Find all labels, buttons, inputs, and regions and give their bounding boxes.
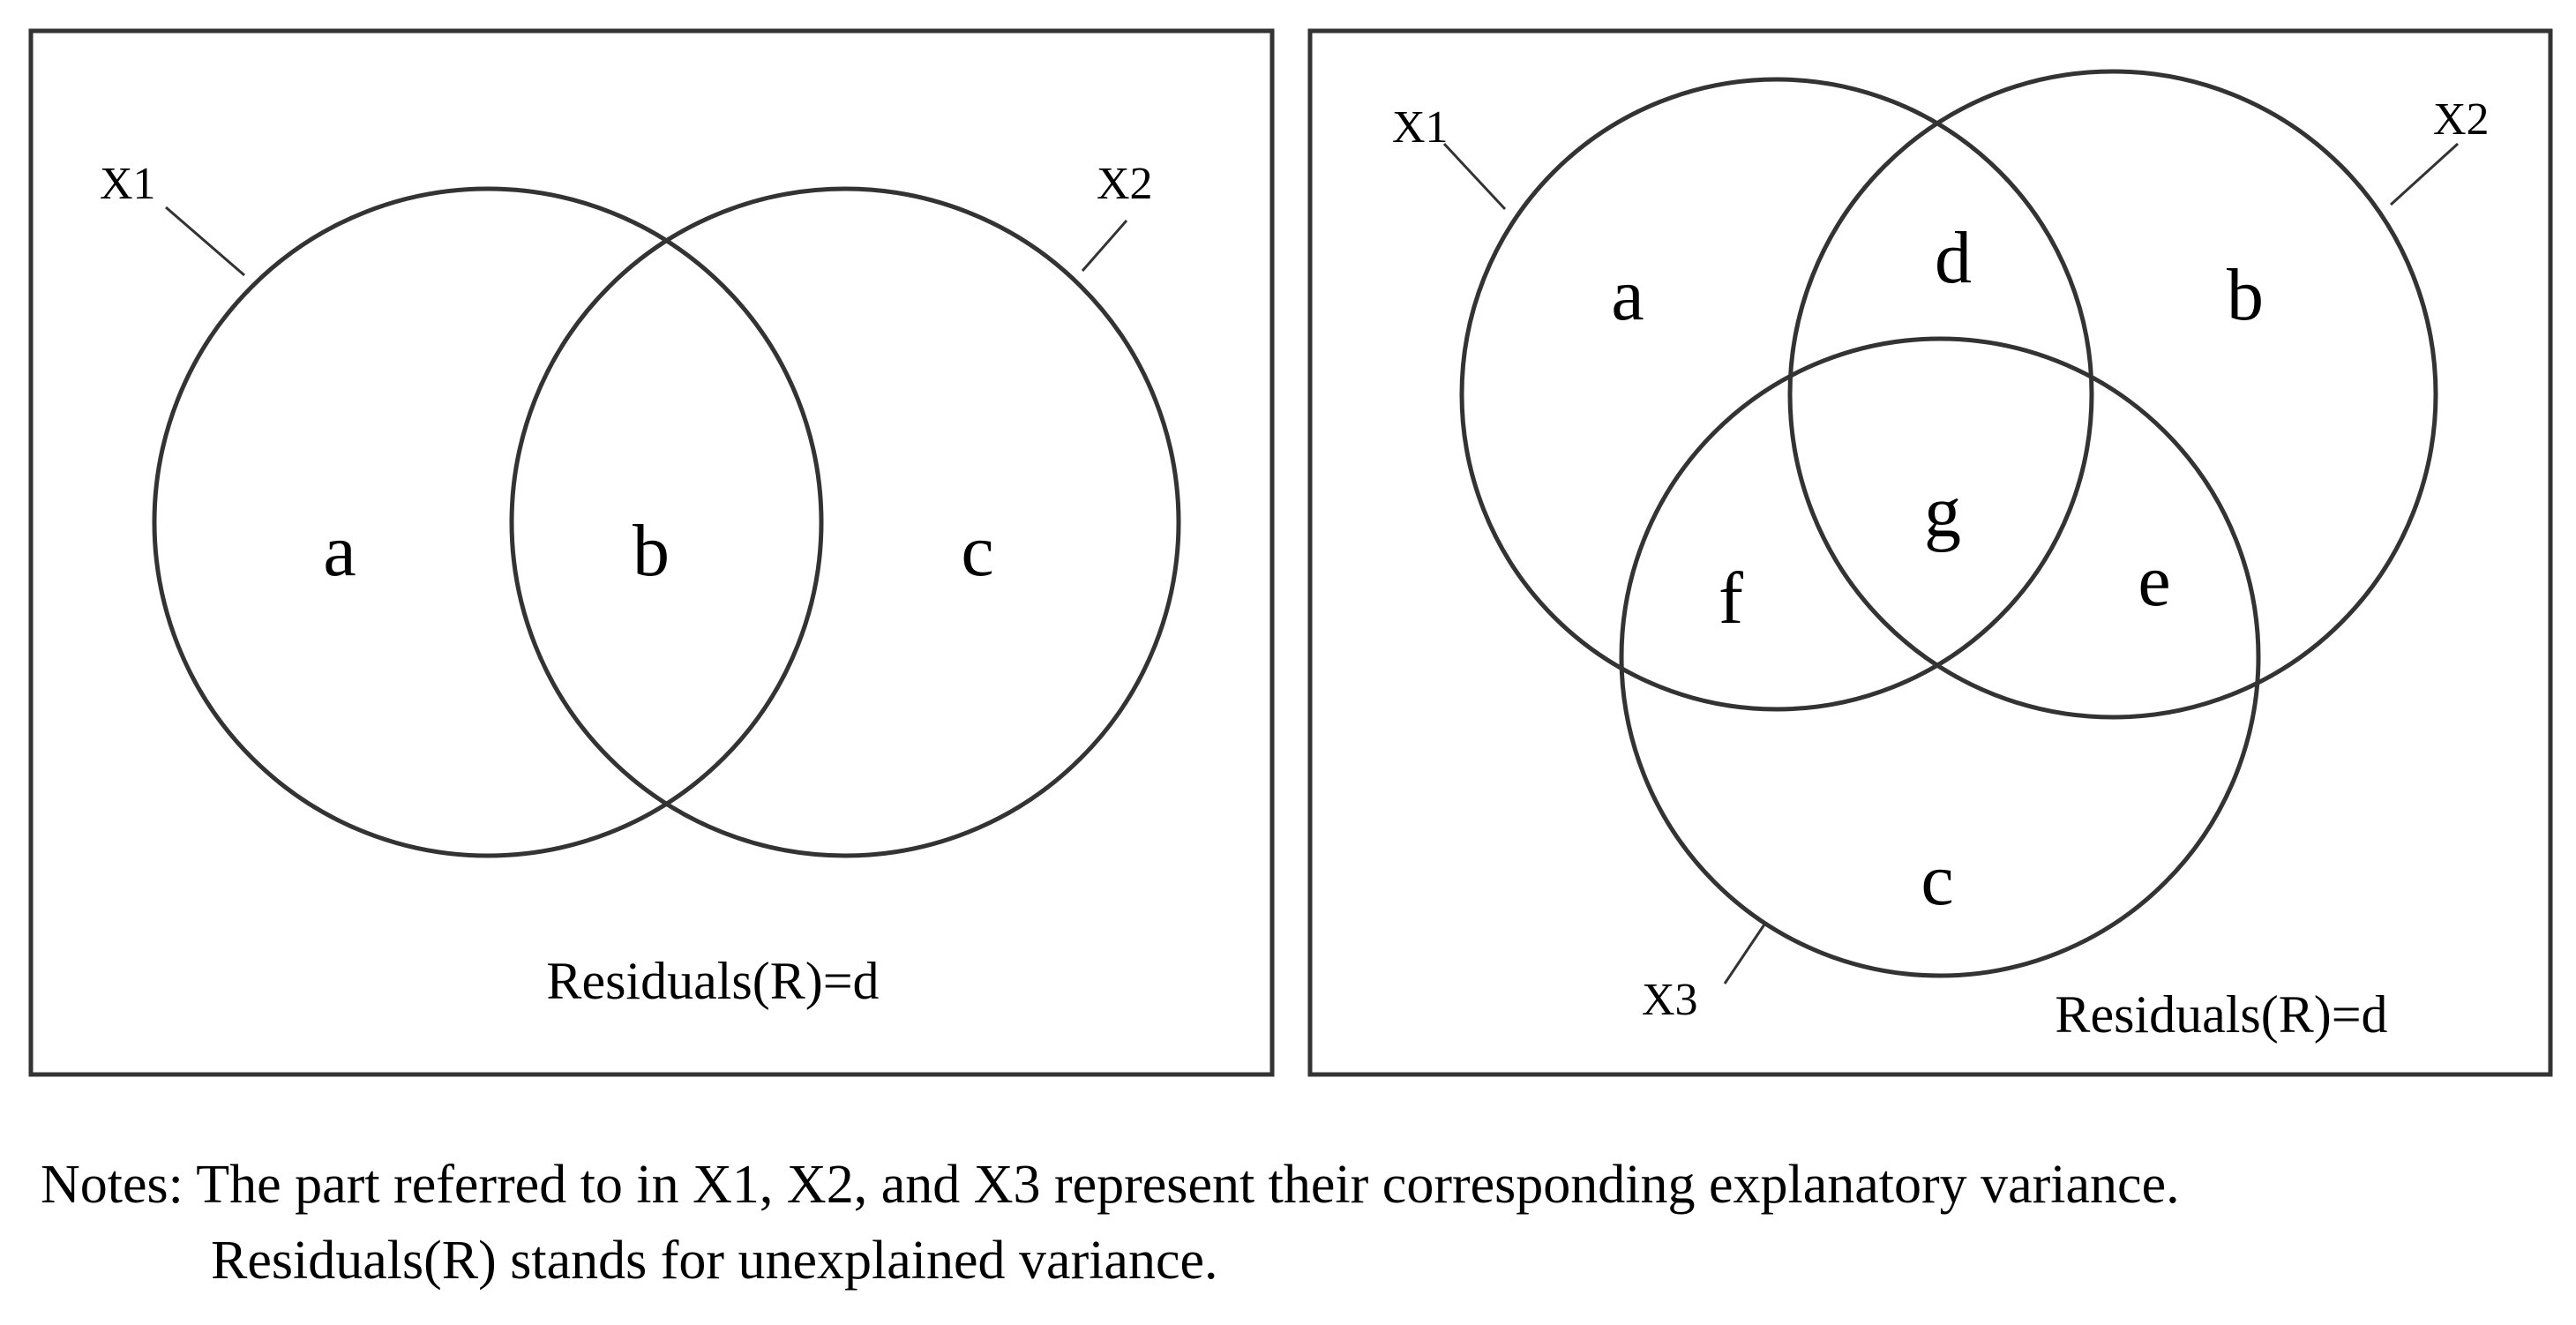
right-label-x2: X2 — [2433, 94, 2490, 145]
left-circle-x1 — [152, 186, 824, 858]
right-circle-x3 — [1619, 336, 2261, 978]
right-x3-leader — [1723, 924, 1766, 984]
right-label-x1: X1 — [1392, 102, 1449, 153]
left-region-a: a — [323, 510, 356, 592]
right-region-a: a — [1611, 254, 1644, 336]
right-residuals: Residuals(R)=d — [2055, 985, 2387, 1044]
notes-line-2: Residuals(R) stands for unexplained vari… — [41, 1223, 2511, 1299]
notes: Notes: The part referred to in X1, X2, a… — [41, 1147, 2511, 1299]
left-x2-leader — [1081, 220, 1128, 272]
right-x2-leader — [2389, 142, 2460, 206]
left-residuals: Residuals(R)=d — [546, 952, 879, 1010]
right-region-c: c — [1921, 839, 1953, 921]
right-region-d: d — [1935, 217, 1972, 299]
left-circle-x2 — [509, 186, 1181, 858]
notes-prefix: Notes: — [41, 1155, 183, 1215]
left-region-c: c — [961, 510, 993, 592]
notes-text-1: The part referred to in X1, X2, and X3 r… — [196, 1155, 2180, 1215]
right-label-x3: X3 — [1642, 975, 1698, 1025]
right-circle-x2 — [1787, 69, 2438, 720]
right-region-b: b — [2227, 254, 2264, 336]
right-region-e: e — [2138, 540, 2170, 622]
left-label-x1: X1 — [100, 159, 156, 209]
notes-line-1: Notes: The part referred to in X1, X2, a… — [41, 1147, 2511, 1223]
left-label-x2: X2 — [1097, 159, 1153, 209]
left-panel: X1 X2 a b c Residuals(R)=d — [28, 28, 1275, 1077]
notes-text-2: Residuals(R) stands for unexplained vari… — [211, 1231, 1218, 1291]
right-region-f: f — [1719, 558, 1743, 640]
right-panel-frame — [1307, 28, 2553, 1077]
right-circle-x1 — [1459, 77, 2094, 712]
left-x1-leader — [165, 206, 245, 277]
right-x1-leader — [1442, 142, 1507, 211]
right-region-g: g — [1924, 471, 1961, 553]
right-panel: X1 X2 X3 a d b g f e c Residuals(R)=d — [1307, 28, 2553, 1077]
left-panel-frame — [28, 28, 1275, 1077]
left-region-b: b — [633, 510, 670, 592]
